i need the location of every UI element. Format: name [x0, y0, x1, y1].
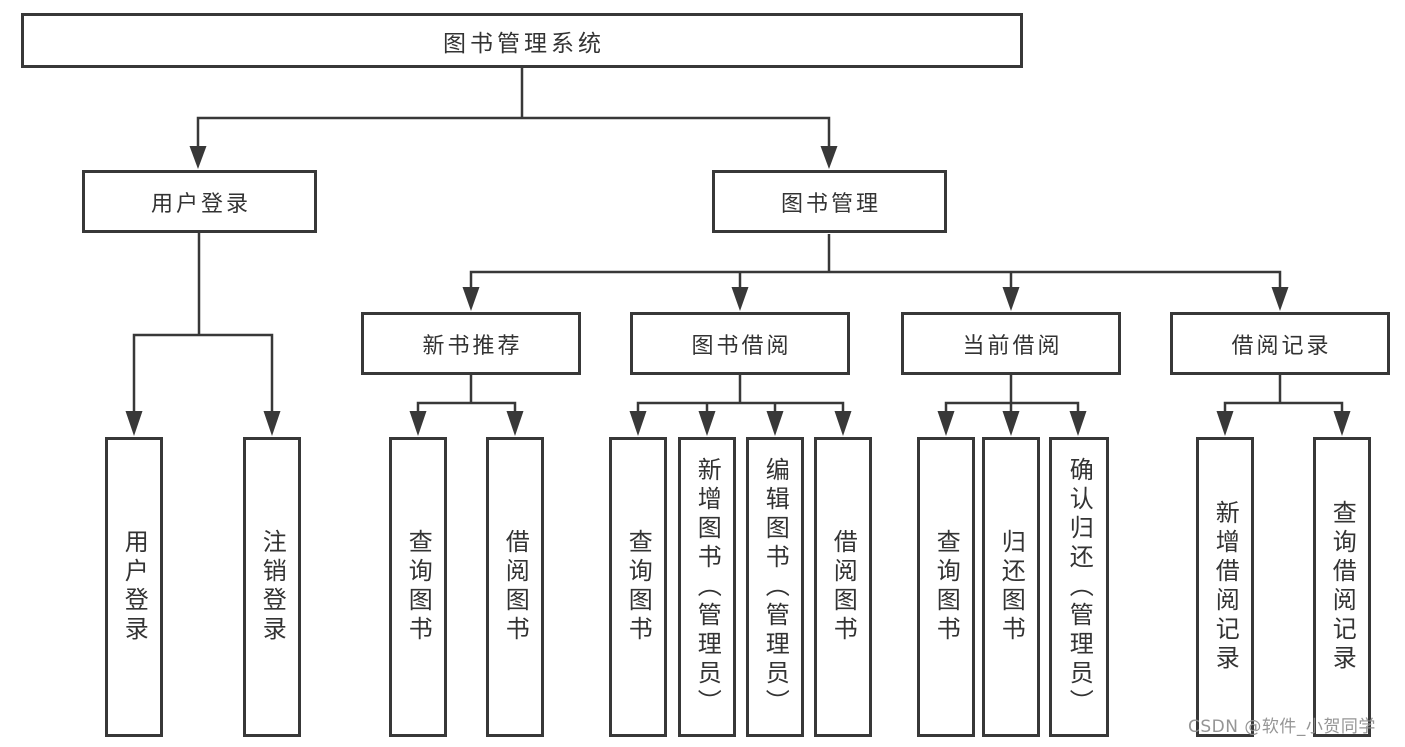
leaf-add-books-admin: 新增图书（管理员） — [678, 437, 736, 737]
node-current-borrowing: 当前借阅 — [901, 312, 1121, 375]
leaf-borrow-books-recommend: 借阅图书 — [486, 437, 544, 737]
leaf-add-borrow-record-label: 新增借阅记录 — [1211, 500, 1240, 674]
node-current-borrowing-label: 当前借阅 — [962, 333, 1063, 359]
node-book-borrowing: 图书借阅 — [630, 312, 850, 375]
leaf-query-books-borrow: 查询图书 — [609, 437, 667, 737]
leaf-add-books-admin-label: 新增图书（管理员） — [693, 456, 722, 718]
leaf-query-borrow-record-label: 查询借阅记录 — [1328, 500, 1357, 674]
leaf-return-books: 归还图书 — [982, 437, 1040, 737]
leaf-query-books-borrow-label: 查询图书 — [624, 529, 653, 645]
leaf-logout: 注销登录 — [243, 437, 301, 737]
leaf-query-borrow-record: 查询借阅记录 — [1313, 437, 1371, 737]
node-new-book-recommend: 新书推荐 — [361, 312, 581, 375]
leaf-user-login: 用户登录 — [105, 437, 163, 737]
node-user-login: 用户登录 — [82, 170, 317, 233]
arrowheads — [125, 146, 1351, 436]
leaf-logout-label: 注销登录 — [258, 529, 287, 645]
leaf-edit-books-admin-label: 编辑图书（管理员） — [761, 456, 790, 718]
leaf-user-login-label: 用户登录 — [120, 529, 149, 645]
leaf-query-books-recommend-label: 查询图书 — [404, 529, 433, 645]
node-book-management-label: 图书管理 — [780, 191, 881, 217]
leaf-edit-books-admin: 编辑图书（管理员） — [746, 437, 804, 737]
leaf-borrow-books: 借阅图书 — [814, 437, 872, 737]
node-library-system-label: 图书管理系统 — [443, 30, 605, 57]
node-borrowing-records: 借阅记录 — [1170, 312, 1390, 375]
node-library-system: 图书管理系统 — [21, 13, 1023, 68]
node-borrowing-records-label: 借阅记录 — [1231, 333, 1332, 359]
leaf-confirm-return-admin: 确认归还（管理员） — [1049, 437, 1109, 737]
leaf-add-borrow-record: 新增借阅记录 — [1196, 437, 1254, 737]
leaf-confirm-return-admin-label: 确认归还（管理员） — [1065, 456, 1094, 718]
leaf-return-books-label: 归还图书 — [997, 529, 1026, 645]
leaf-borrow-books-recommend-label: 借阅图书 — [501, 529, 530, 645]
leaf-query-books-recommend: 查询图书 — [389, 437, 447, 737]
leaf-borrow-books-label: 借阅图书 — [829, 529, 858, 645]
leaf-query-books-current: 查询图书 — [917, 437, 975, 737]
node-new-book-recommend-label: 新书推荐 — [422, 333, 523, 359]
csdn-watermark: CSDN @软件_小贺同学 — [1188, 717, 1376, 737]
node-user-login-label: 用户登录 — [150, 191, 251, 217]
leaf-query-books-current-label: 查询图书 — [932, 529, 961, 645]
node-book-borrowing-label: 图书借阅 — [691, 333, 792, 359]
node-book-management: 图书管理 — [712, 170, 947, 233]
